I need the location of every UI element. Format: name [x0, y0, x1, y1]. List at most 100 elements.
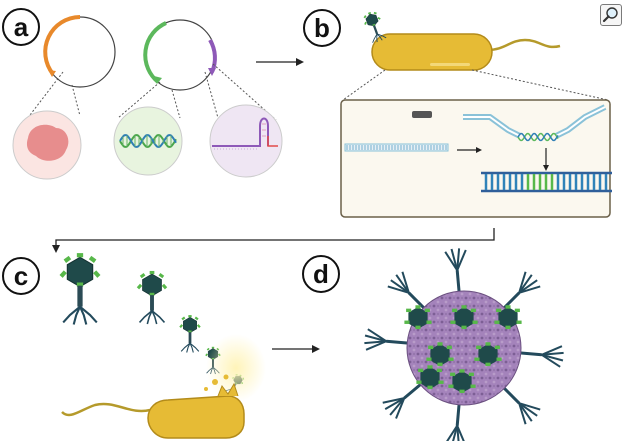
phage-tail-fiber	[456, 248, 461, 271]
phage-tail-fiber	[456, 425, 465, 441]
phage-capsid-protein	[136, 283, 143, 290]
target-dna-strand	[344, 143, 449, 152]
phage-capsid-protein	[373, 11, 377, 15]
phage-tail-fiber	[364, 340, 387, 345]
phage-tail-fiber	[401, 271, 410, 294]
phage-tail-fiber	[452, 425, 459, 441]
phage-tail-fiber	[189, 342, 200, 352]
phage-head-icon	[416, 365, 444, 390]
phage-tail-fiber	[376, 33, 383, 41]
plasmid-1-gene-arc	[43, 15, 81, 76]
phage-capsid-protein	[426, 357, 432, 361]
phage-tail-fiber	[541, 353, 561, 368]
phage-tail	[188, 332, 192, 344]
phage-head-icon	[450, 305, 478, 330]
phage-capsid-protein	[88, 255, 97, 263]
callout-line	[29, 71, 64, 116]
phage-capsid-protein	[516, 320, 522, 324]
phage-icon	[363, 11, 387, 43]
phage-tail-fiber	[151, 310, 166, 323]
phage-capsid-protein	[59, 270, 67, 278]
phage-head	[365, 13, 379, 27]
rna-terminal-icon	[267, 136, 278, 147]
phage-capsid-protein	[470, 308, 476, 313]
phage-capsid-protein	[461, 325, 467, 330]
phage-tail-fiber	[518, 402, 541, 411]
phage-tail-fiber	[395, 274, 410, 294]
phage-tail-fiber	[541, 353, 564, 362]
rna-circle	[209, 104, 283, 178]
phage-head	[183, 316, 197, 334]
phage-capsid-protein	[415, 305, 421, 309]
callout-line	[71, 84, 81, 117]
phage-capsid-protein	[470, 384, 476, 388]
phage-capsid-protein	[450, 320, 456, 324]
phage-head	[430, 343, 450, 367]
panel-d-label: d	[313, 259, 329, 289]
debris	[223, 374, 229, 380]
phage-icon	[179, 315, 201, 353]
protein-blob-icon	[26, 124, 69, 161]
crispr-inset-box	[340, 99, 611, 218]
lysis-break	[217, 382, 239, 397]
phage-tail-fiber	[382, 397, 405, 404]
arrow-head-icon	[296, 58, 304, 66]
phage-tail-fiber	[79, 305, 98, 324]
protein-circle	[12, 110, 82, 180]
dna-circle	[113, 106, 183, 176]
phage-capsid-protein	[459, 369, 465, 373]
panel-a-label: a	[14, 12, 29, 42]
panel-b-badge	[303, 9, 341, 47]
phage-head	[408, 306, 428, 330]
phage-capsid-protein	[158, 273, 165, 279]
phage-capsid-protein	[448, 384, 454, 388]
phage-tail-fiber	[151, 310, 158, 325]
phage-capsid-protein	[476, 345, 482, 350]
arrow-b-to-c	[52, 228, 495, 253]
phage-tail-fiber	[384, 397, 405, 411]
phage-tail-fiber	[186, 342, 191, 353]
phage-tail-fiber	[376, 33, 378, 43]
phage-capsid-protein	[448, 357, 454, 361]
lysis-burst	[206, 334, 266, 402]
phage-tail-fiber	[389, 397, 406, 416]
phage-head-icon	[448, 369, 476, 394]
bacterium-body	[147, 395, 245, 439]
phage-capsid-protein	[424, 308, 430, 313]
rna-hairpin-icon	[212, 117, 269, 147]
plasmid-1	[43, 15, 116, 88]
phage-capsid-protein	[426, 320, 432, 324]
callout-line	[342, 69, 386, 101]
phage-head	[454, 306, 474, 330]
phage-icon	[59, 253, 101, 325]
phage-tail	[150, 295, 154, 311]
phage-capsid-protein	[205, 353, 208, 357]
phage-tail-fiber	[518, 271, 527, 294]
lysing-bacterium	[61, 334, 266, 439]
panel-c-label-group: c	[2, 257, 40, 295]
arrow-head-icon	[543, 165, 549, 171]
edited-dna-rungs	[484, 174, 608, 190]
phage-capsid-protein	[505, 325, 511, 330]
phage-capsid-protein	[446, 345, 452, 350]
phage-tail	[77, 285, 83, 307]
dna-helix-rungs	[122, 135, 172, 147]
panel-d-label-group: d	[302, 255, 340, 293]
bacterium-b	[371, 33, 561, 71]
bacterium-body	[371, 33, 493, 71]
phage-tail-fiber	[189, 342, 194, 353]
phage-tail-fiber	[138, 310, 153, 323]
target-dna-ticks	[346, 145, 447, 150]
phage-capsid-protein	[367, 11, 372, 15]
phage-tail-fiber	[518, 402, 527, 425]
phage-capsid-protein	[461, 305, 467, 309]
zoom-button[interactable]	[600, 4, 622, 26]
phage-head-icon	[404, 305, 432, 330]
panel-d-badge	[302, 255, 340, 293]
phage-capsid-protein	[206, 347, 210, 351]
phage-capsid-protein	[496, 308, 502, 313]
phage-tail-fiber	[390, 279, 410, 294]
phage-capsid-protein	[188, 330, 192, 333]
plasmid-2-purple-arrow-icon	[208, 68, 216, 76]
